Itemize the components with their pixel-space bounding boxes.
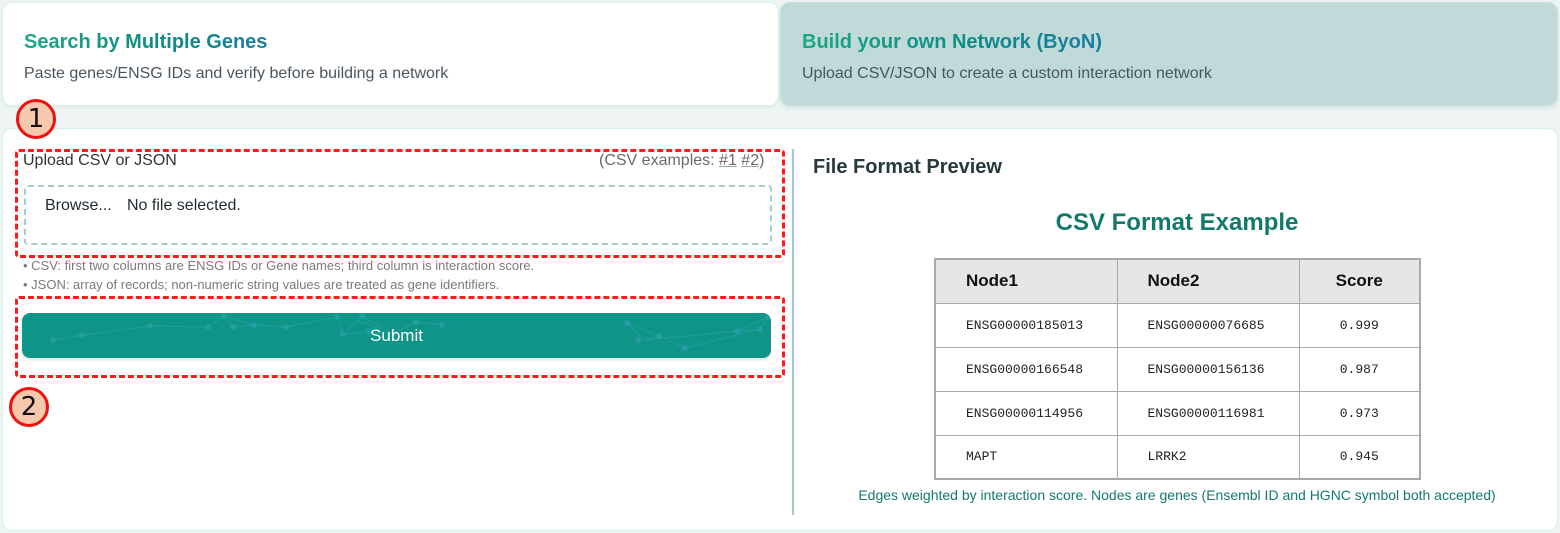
cell-node1: ENSG00000166548 xyxy=(934,346,1118,392)
tab-subtitle: Upload CSV/JSON to create a custom inter… xyxy=(802,65,1212,82)
cell-score: 0.999 xyxy=(1298,302,1421,348)
csv-examples: (CSV examples: #1 #2) xyxy=(599,152,764,170)
byon-panel: Upload CSV or JSON (CSV examples: #1 #2)… xyxy=(2,128,1558,531)
pane-divider xyxy=(792,149,794,515)
cell-node1: ENSG00000185013 xyxy=(934,302,1118,348)
cell-score: 0.973 xyxy=(1298,390,1421,436)
file-status: No file selected. xyxy=(127,197,241,214)
cell-node2: ENSG00000156136 xyxy=(1116,346,1300,392)
examples-prefix: (CSV examples: xyxy=(599,152,720,169)
file-format-preview-title: File Format Preview xyxy=(813,156,1002,178)
example-link-1[interactable]: #1 xyxy=(719,152,737,169)
tab-search-multiple-genes[interactable]: Search by Multiple Genes Paste genes/ENS… xyxy=(2,2,779,106)
cell-node2: ENSG00000116981 xyxy=(1116,390,1300,436)
cell-score: 0.945 xyxy=(1298,434,1421,480)
cell-node1: MAPT xyxy=(934,434,1118,480)
submit-button[interactable]: Submit xyxy=(22,313,771,358)
examples-suffix: ) xyxy=(759,152,765,169)
json-hint: • JSON: array of records; non-numeric st… xyxy=(23,277,500,292)
csv-format-example-title: CSV Format Example xyxy=(1055,209,1299,236)
table-row: ENSG00000166548 ENSG00000156136 0.987 xyxy=(934,346,1421,392)
preview-caption: Edges weighted by interaction score. Nod… xyxy=(858,487,1496,503)
browse-button[interactable]: Browse... xyxy=(45,197,112,214)
tab-subtitle: Paste genes/ENSG IDs and verify before b… xyxy=(24,65,449,82)
csv-example-table: Node1 Node2 Score ENSG00000185013 ENSG00… xyxy=(934,258,1421,480)
cell-score: 0.987 xyxy=(1298,346,1421,392)
column-header-node2: Node2 xyxy=(1116,258,1300,304)
tab-build-your-own-network[interactable]: Build your own Network (ByoN) Upload CSV… xyxy=(780,2,1558,106)
example-link-2[interactable]: #2 xyxy=(741,152,760,169)
table-row: ENSG00000114956 ENSG00000116981 0.973 xyxy=(934,390,1421,436)
cell-node1: ENSG00000114956 xyxy=(934,390,1118,436)
submit-label: Submit xyxy=(370,326,423,345)
tab-title: Build your own Network (ByoN) xyxy=(802,31,1102,53)
annotation-badge-2: 2 xyxy=(9,387,49,427)
table-row: ENSG00000185013 ENSG00000076685 0.999 xyxy=(934,302,1421,348)
upload-annotation-box xyxy=(15,149,785,258)
cell-node2: ENSG00000076685 xyxy=(1116,302,1300,348)
column-header-score: Score xyxy=(1298,258,1421,304)
table-row: MAPT LRRK2 0.945 xyxy=(934,434,1421,480)
table-header-row: Node1 Node2 Score xyxy=(934,258,1421,304)
annotation-badge-1: 1 xyxy=(16,99,56,139)
file-input[interactable]: Browse... No file selected. xyxy=(24,185,772,245)
submit-annotation-box xyxy=(15,296,785,378)
upload-label: Upload CSV or JSON xyxy=(23,152,177,169)
cell-node2: LRRK2 xyxy=(1116,434,1300,480)
column-header-node1: Node1 xyxy=(934,258,1118,304)
csv-hint: • CSV: first two columns are ENSG IDs or… xyxy=(23,258,535,273)
tab-title: Search by Multiple Genes xyxy=(24,31,268,53)
network-pattern-icon xyxy=(50,313,771,351)
